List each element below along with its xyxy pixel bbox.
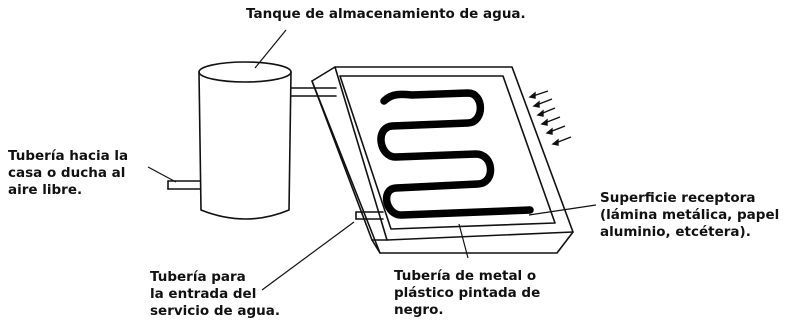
house-pipe (167, 180, 201, 190)
label-inlet-pipe: Tubería para la entrada del servicio de … (150, 269, 281, 319)
collector-box (311, 66, 574, 254)
leader-line-tank (254, 29, 287, 69)
leader-line-inlet-pipe (261, 221, 355, 291)
sun-ray-arrows-icon (528, 90, 572, 146)
water-tank (198, 61, 292, 220)
label-metal-pipe: Tubería de metal o plástico pintada de n… (394, 268, 541, 318)
label-receptor: Superficie receptora (lámina metálica, p… (600, 190, 780, 240)
serpentine-black-pipe (377, 89, 534, 219)
tank-to-collector-pipe (290, 87, 337, 97)
label-tank: Tanque de almacenamiento de agua. (246, 6, 526, 22)
leader-line-receptor (528, 204, 597, 216)
leader-line-house-pipe (147, 166, 177, 183)
leader-line-metal-pipe (458, 223, 469, 259)
label-house-pipe: Tubería hacia la casa o ducha al aire li… (8, 148, 129, 198)
